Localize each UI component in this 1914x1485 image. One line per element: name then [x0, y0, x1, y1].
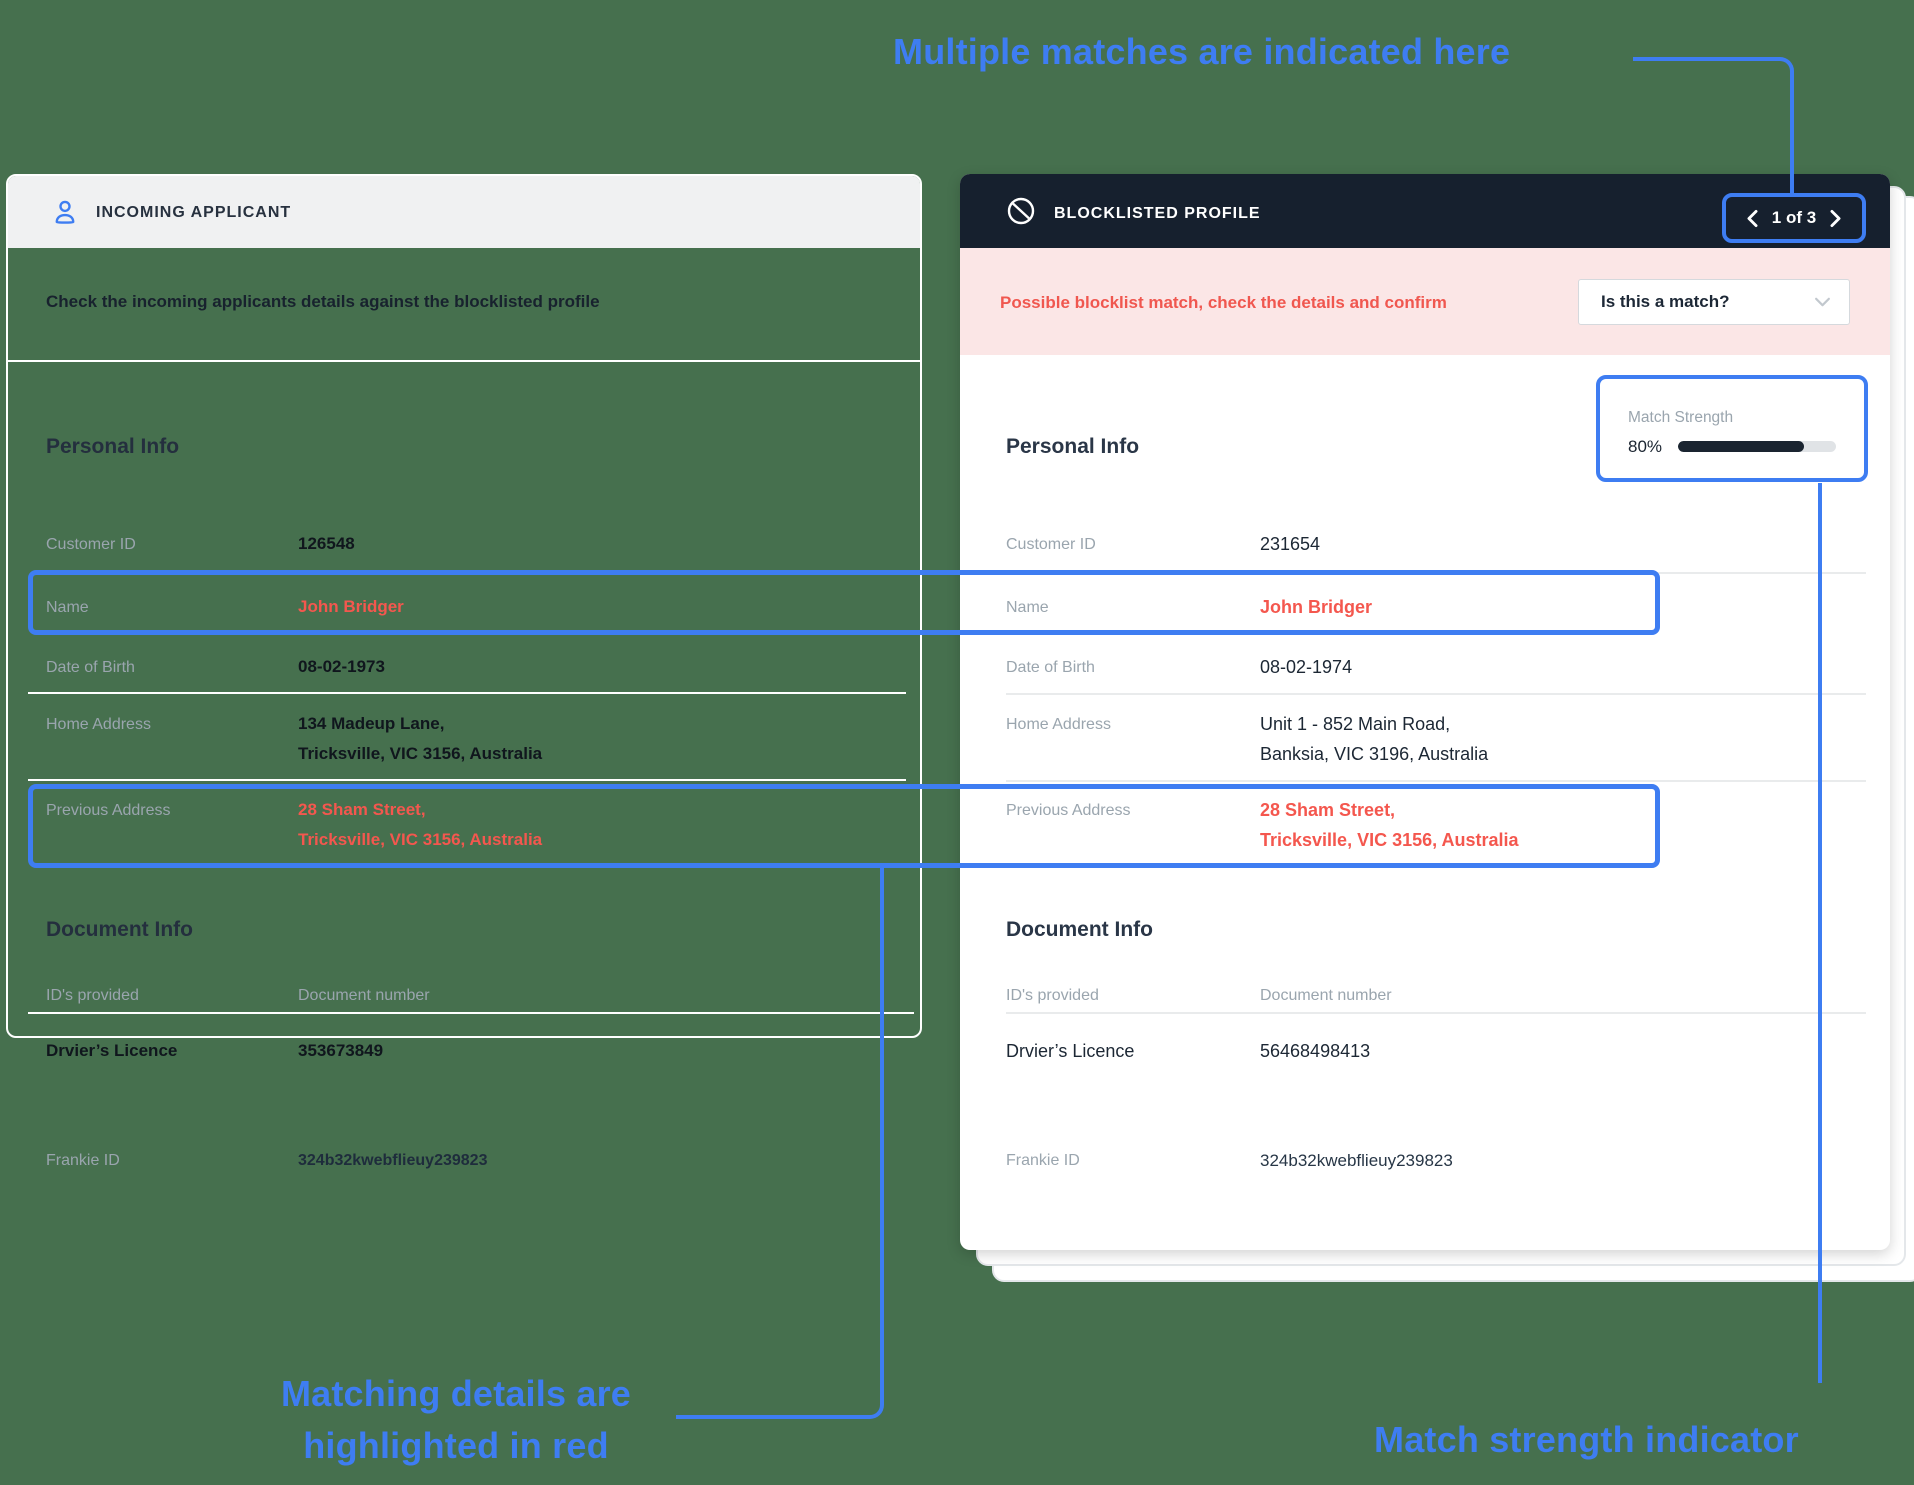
- field-label: Previous Address: [46, 802, 171, 819]
- is-this-a-match-dropdown[interactable]: Is this a match?: [1578, 279, 1850, 325]
- annotation-line-to-red-details: [676, 868, 884, 1419]
- dropdown-label: Is this a match?: [1601, 292, 1730, 311]
- incoming-personal-info-heading: Personal Info: [46, 435, 180, 458]
- incoming-applicant-panel: [6, 174, 922, 1038]
- document-number: 56468498413: [1260, 1041, 1371, 1061]
- document-type: Frankie ID: [1006, 1152, 1080, 1169]
- divider: [28, 1012, 914, 1014]
- incoming-applicant-header: [8, 176, 920, 248]
- pager-label: 1 of 3: [1771, 208, 1817, 227]
- match-strength-bar-fill: [1678, 441, 1805, 452]
- document-type: Drvier’s Licence: [1006, 1041, 1135, 1061]
- annotation-matching-details: Matching details are highlighted in red: [280, 1373, 632, 1466]
- field-value-name-match: John Bridger: [298, 597, 404, 616]
- possible-match-message: Possible blocklist match, check the deta…: [1000, 293, 1447, 312]
- field-value: 08-02-1974: [1260, 657, 1353, 677]
- divider: [28, 692, 906, 694]
- column-header-document-number: Document number: [1260, 987, 1392, 1004]
- user-icon: [50, 197, 80, 227]
- match-strength-percent: 80%: [1628, 437, 1663, 456]
- document-type: Drvier’s Licence: [46, 1041, 178, 1060]
- incoming-document-info-heading: Document Info: [46, 918, 193, 941]
- blocklisted-document-info-heading: Document Info: [1006, 918, 1153, 941]
- document-number: 324b32kwebflieuy239823: [1260, 1151, 1453, 1170]
- previous-address-match-highlight-box: [28, 784, 1660, 868]
- divider: [1006, 693, 1866, 695]
- column-header-document-number: Document number: [298, 987, 430, 1004]
- annotation-line-to-match-strength: [1818, 483, 1822, 1383]
- field-label: Date of Birth: [46, 659, 135, 676]
- divider: [1006, 1012, 1866, 1014]
- blocklisted-profile-header: [960, 174, 1890, 248]
- field-value: 08-02-1973: [298, 657, 385, 676]
- annotation-line-to-pager: [1633, 57, 1794, 193]
- incoming-subtitle: Check the incoming applicants details ag…: [46, 292, 600, 311]
- field-value-prev-address-match: 28 Sham Street, Tricksville, VIC 3156, A…: [1260, 800, 1519, 850]
- field-label: Home Address: [46, 716, 151, 733]
- column-header-ids-provided: ID's provided: [1006, 987, 1099, 1004]
- field-label: Name: [46, 599, 89, 616]
- field-value-prev-address-match: 28 Sham Street, Tricksville, VIC 3156, A…: [298, 800, 543, 849]
- match-strength-box: [1596, 375, 1868, 482]
- divider: [28, 779, 906, 781]
- field-value-name-match: John Bridger: [1260, 597, 1373, 617]
- field-label: Customer ID: [1006, 536, 1096, 553]
- field-label: Date of Birth: [1006, 659, 1095, 676]
- incoming-panel-title: INCOMING APPLICANT: [96, 204, 292, 221]
- document-type: Frankie ID: [46, 1152, 120, 1169]
- field-label: Previous Address: [1006, 802, 1131, 819]
- blocked-icon: [1006, 196, 1036, 226]
- annotation-multiple-matches: Multiple matches are indicated here: [893, 31, 1511, 72]
- chevron-down-icon: [1814, 296, 1831, 308]
- divider: [1006, 780, 1866, 782]
- chevron-right-icon[interactable]: [1829, 209, 1842, 228]
- document-number: 324b32kwebflieuy239823: [298, 1152, 488, 1169]
- match-pager[interactable]: 1 of 3: [1722, 193, 1866, 243]
- field-label: Home Address: [1006, 716, 1111, 733]
- column-header-ids-provided: ID's provided: [46, 987, 139, 1004]
- annotation-match-strength: Match strength indicator: [1374, 1419, 1799, 1460]
- match-strength-bar: [1678, 441, 1836, 452]
- blocklisted-personal-info-heading: Personal Info: [1006, 435, 1140, 458]
- field-value: Unit 1 - 852 Main Road, Banksia, VIC 319…: [1260, 714, 1489, 764]
- blocklisted-panel-title: BLOCKLISTED PROFILE: [1054, 205, 1261, 222]
- field-label: Customer ID: [46, 536, 136, 553]
- divider: [8, 360, 920, 362]
- field-label: Name: [1006, 599, 1049, 616]
- field-value: 126548: [298, 534, 355, 553]
- field-value: 231654: [1260, 534, 1321, 554]
- field-value: 134 Madeup Lane, Tricksville, VIC 3156, …: [298, 714, 543, 763]
- name-match-highlight-box: [28, 570, 1660, 635]
- document-number: 353673849: [298, 1041, 384, 1060]
- chevron-left-icon[interactable]: [1746, 209, 1759, 228]
- match-strength-label: Match Strength: [1628, 409, 1734, 426]
